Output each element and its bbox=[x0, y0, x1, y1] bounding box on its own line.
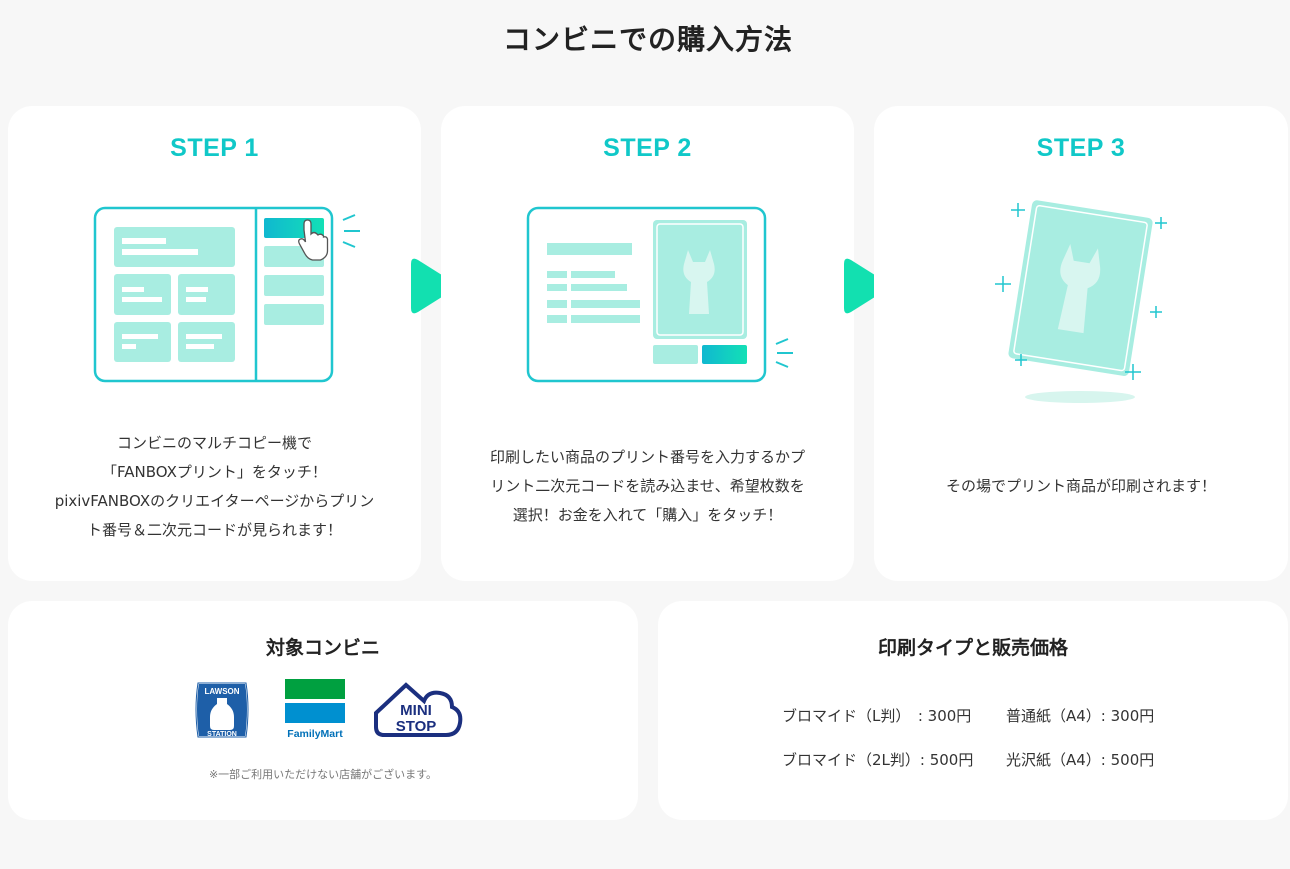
svg-text:MINI: MINI bbox=[400, 702, 432, 719]
stores-availability-note: ※一部ご利用いただけない店舗がございます。 bbox=[208, 768, 438, 781]
multi-copy-machine-menu-illustration bbox=[93, 206, 360, 383]
step-3-title: STEP 3 bbox=[1036, 134, 1126, 162]
target-stores-title: 対象コンビニ bbox=[265, 637, 380, 659]
printed-bromide-illustration bbox=[995, 200, 1167, 403]
svg-text:LAWSON: LAWSON bbox=[204, 687, 239, 696]
svg-text:STATION: STATION bbox=[207, 731, 237, 738]
play-arrow-icon bbox=[411, 258, 456, 314]
play-arrow-icon bbox=[844, 258, 889, 314]
page-title: コンビニでの購入方法 bbox=[502, 23, 793, 56]
pricing-title: 印刷タイプと販売価格 bbox=[877, 637, 1068, 659]
price-row: ブロマイド（2L判）: 500円 光沢紙（A4）: 500円 bbox=[782, 749, 1154, 770]
price-glossy-a4: 光沢紙（A4）: 500円 bbox=[1006, 751, 1155, 769]
step-1-title: STEP 1 bbox=[170, 134, 259, 162]
lawson-station-logo: LAWSON STATION bbox=[195, 682, 249, 738]
print-number-entry-illustration bbox=[526, 206, 793, 383]
price-bromide-2l: ブロマイド（2L判）: 500円 bbox=[782, 751, 974, 769]
pricing-card: 印刷タイプと販売価格 ブロマイド（L判） : 300円 普通紙（A4）: 300円… bbox=[658, 601, 1288, 820]
ministop-logo: MINI STOP bbox=[374, 682, 463, 737]
step-2-card: STEP 2 印刷したい商品のプリント番号を入力するかプ リント二次元コードを読… bbox=[441, 106, 854, 581]
svg-text:STOP: STOP bbox=[396, 718, 437, 735]
step-2-title: STEP 2 bbox=[603, 134, 692, 162]
price-plain-a4: 普通紙（A4）: 300円 bbox=[1006, 707, 1155, 725]
step-1-description: コンビニのマルチコピー機で 「FANBOXプリント」をタッチ！ pixivFAN… bbox=[54, 434, 375, 539]
svg-text:FamilyMart: FamilyMart bbox=[287, 728, 343, 740]
store-logos: LAWSON STATION FamilyMart MINI STOP bbox=[188, 679, 478, 743]
step-3-card: STEP 3 その場でプリント商品が印刷されます！ bbox=[874, 106, 1288, 581]
price-bromide-l: ブロマイド（L判） : 300円 bbox=[782, 707, 972, 725]
price-row: ブロマイド（L判） : 300円 普通紙（A4）: 300円 bbox=[782, 705, 1154, 726]
familymart-logo: FamilyMart bbox=[285, 679, 345, 740]
target-stores-card: 対象コンビニ LAWSON STATION FamilyMart MINI ST… bbox=[8, 601, 638, 820]
step-1-card: STEP 1 コンビニのマルチコピー機で 「FANBOXプリント」をタッチ！ p… bbox=[8, 106, 421, 581]
step-2-description: 印刷したい商品のプリント番号を入力するかプ リント二次元コードを読み込ませ、希望… bbox=[489, 448, 805, 524]
step-3-description: その場でプリント商品が印刷されます！ bbox=[945, 477, 1216, 495]
